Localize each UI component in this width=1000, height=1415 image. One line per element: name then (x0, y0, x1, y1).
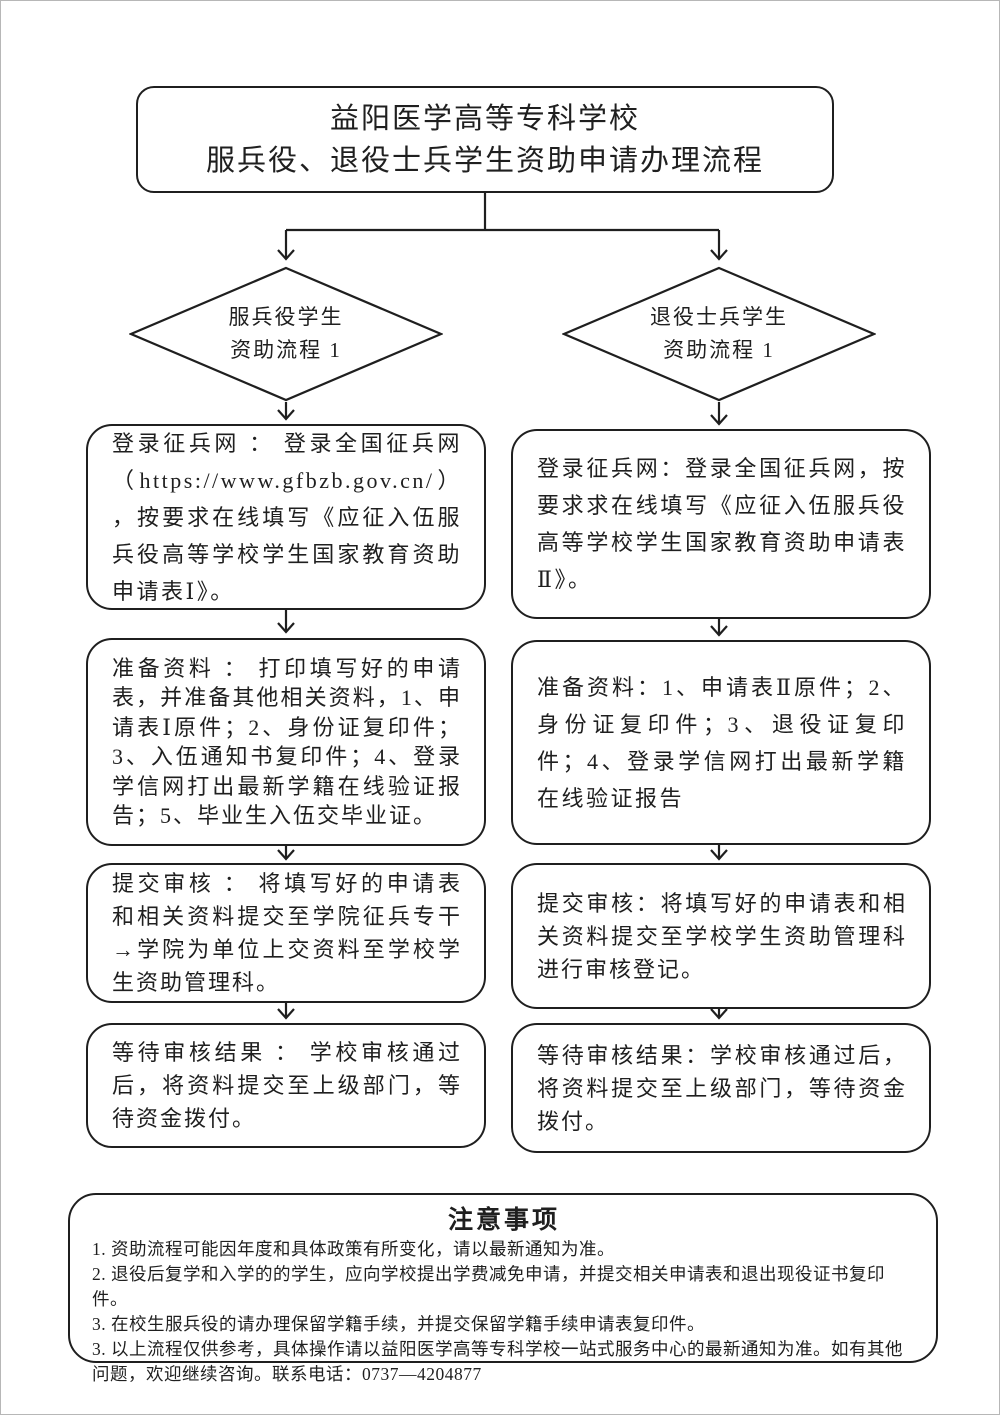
flow-title: 服兵役、退役士兵学生资助申请办理流程 (205, 144, 764, 177)
step-left-prepare: 准备资料 ： 打印填写好的申请表，并准备其他相关资料，1、申请表Ⅰ原件；2、身份… (86, 638, 486, 846)
step-text: 等待审核结果 ： 学校审核通过后，将资料提交至上级部门，等待资金拨付。 (112, 1040, 462, 1131)
notes-heading: 注意事项 (447, 1207, 560, 1234)
notes-panel: 注意事项 1. 资助流程可能因年度和具体政策有所变化，请以最新通知为准。 2. … (68, 1193, 938, 1384)
step-text: 登录征兵网 ： 登录全国征兵网（https://www.gfbzb.gov.cn… (112, 430, 462, 604)
school-name: 益阳医学高等专科学校 (329, 102, 640, 135)
note-item-2: 2. 退役后复学和入学的的学生，应向学校提出学费减免申请，并提交相关申请表和退出… (92, 1264, 885, 1309)
decision-left-line1: 服兵役学生 (228, 305, 344, 329)
step-text: 等待审核结果：学校审核通过后，将资料提交至上级部门，等待资金拨付。 (537, 1042, 907, 1134)
decision-right-line1: 退役士兵学生 (650, 305, 788, 329)
decision-veteran-students: 退役士兵学生 资助流程 1 (562, 266, 876, 402)
step-left-wait: 等待审核结果 ： 学校审核通过后，将资料提交至上级部门，等待资金拨付。 (86, 1023, 486, 1148)
diamond-shape (129, 266, 443, 402)
note-item-1: 1. 资助流程可能因年度和具体政策有所变化，请以最新通知为准。 (92, 1239, 615, 1259)
step-text: 登录征兵网：登录全国征兵网，按要求求在线填写《应征入伍服兵役高等学校学生国家教育… (537, 456, 907, 592)
step-left-login: 登录征兵网 ： 登录全国征兵网（https://www.gfbzb.gov.cn… (86, 424, 486, 610)
decision-right-line2: 资助流程 1 (663, 338, 775, 362)
flowchart-title: 益阳医学高等专科学校 服兵役、退役士兵学生资助申请办理流程 (136, 86, 834, 193)
diamond-shape (562, 266, 876, 402)
step-right-prepare: 准备资料：1、申请表Ⅱ原件；2、身份证复印件；3、退役证复印件；4、登录学信网打… (511, 640, 931, 845)
decision-serving-students: 服兵役学生 资助流程 1 (129, 266, 443, 402)
step-text: 准备资料 ： 打印填写好的申请表，并准备其他相关资料，1、申请表Ⅰ原件；2、身份… (112, 655, 462, 829)
step-right-submit: 提交审核：将填写好的申请表和相关资料提交至学校学生资助管理科进行审核登记。 (511, 863, 931, 1009)
note-item-3: 3. 在校生服兵役的请办理保留学籍手续，并提交保留学籍手续申请表复印件。 (92, 1314, 705, 1334)
step-text: 提交审核 ： 将填写好的申请表和相关资料提交至学院征兵专干→学院为单位上交资料至… (112, 871, 462, 995)
step-right-login: 登录征兵网：登录全国征兵网，按要求求在线填写《应征入伍服兵役高等学校学生国家教育… (511, 429, 931, 619)
step-right-wait: 等待审核结果：学校审核通过后，将资料提交至上级部门，等待资金拨付。 (511, 1023, 931, 1153)
step-text: 提交审核：将填写好的申请表和相关资料提交至学校学生资助管理科进行审核登记。 (537, 890, 907, 982)
note-item-4: 3. 以上流程仅供参考，具体操作请以益阳医学高等专科学校一站式服务中心的最新通知… (92, 1339, 903, 1384)
step-text: 准备资料：1、申请表Ⅱ原件；2、身份证复印件；3、退役证复印件；4、登录学信网打… (537, 674, 907, 811)
decision-left-line2: 资助流程 1 (230, 338, 342, 362)
step-left-submit: 提交审核 ： 将填写好的申请表和相关资料提交至学院征兵专干→学院为单位上交资料至… (86, 863, 486, 1003)
